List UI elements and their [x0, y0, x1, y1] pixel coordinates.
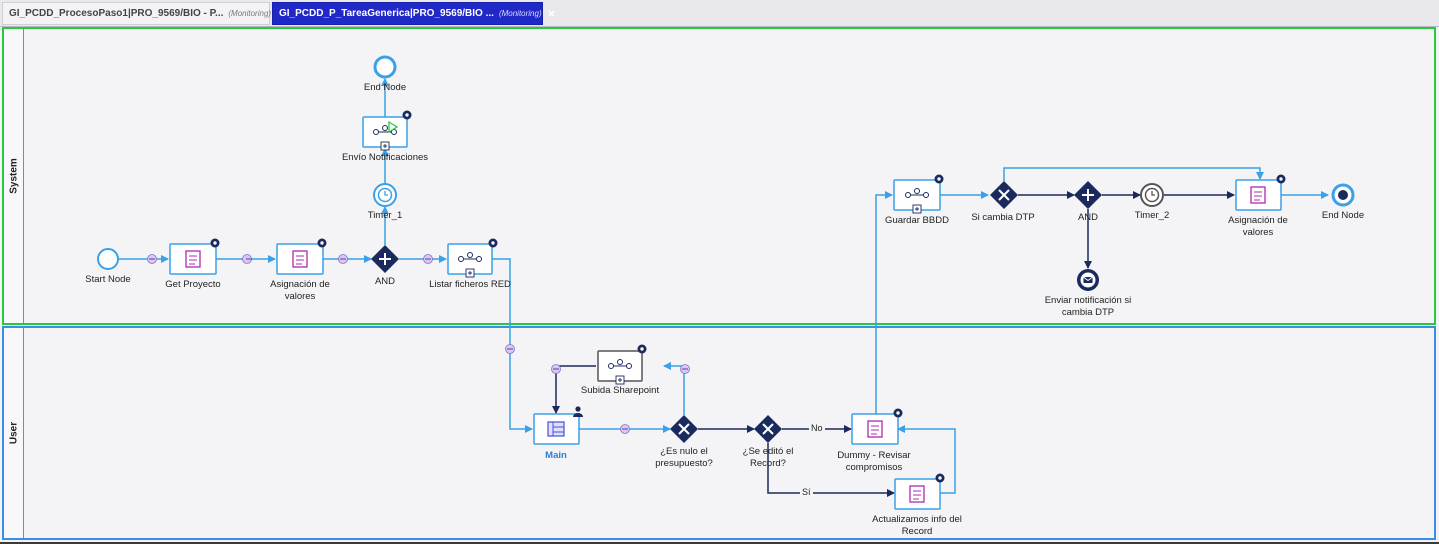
link-dots	[147, 254, 690, 434]
label-listar-ficheros: Listar ficheros RED	[429, 279, 511, 290]
tab-title: GI_PCDD_P_TareaGenerica|PRO_9569/BIO ...	[279, 8, 494, 19]
label-dummy-line2: compromisos	[845, 462, 903, 473]
tab-status: (Monitoring)	[498, 9, 542, 18]
tab-status: (Monitoring)	[228, 9, 272, 18]
gateway-se-edito[interactable]	[754, 415, 782, 443]
label-si-cambia-dtp: Si cambia DTP	[971, 212, 1035, 223]
task-asignacion-valores-2[interactable]	[1235, 179, 1282, 211]
label-timer-2: Timer_2	[1134, 210, 1170, 221]
end-node-top[interactable]	[373, 55, 397, 79]
and-gateway-2[interactable]	[1074, 181, 1102, 209]
label-asignacion-2-line1: Asignación de	[1228, 215, 1288, 226]
label-es-nulo-line2: presupuesto?	[655, 458, 713, 469]
tab-proceso-paso1[interactable]: GI_PCDD_ProcesoPaso1|PRO_9569/BIO - P...…	[2, 2, 285, 25]
lane-user: User	[2, 326, 1436, 540]
start-node[interactable]	[97, 248, 119, 270]
label-se-edito-line1: ¿Se editó el	[742, 446, 794, 457]
end-node-right-fill	[1338, 190, 1348, 200]
process-canvas[interactable]: System User	[0, 27, 1439, 542]
gateway-si-cambia-dtp[interactable]	[990, 181, 1018, 209]
tab-title: GI_PCDD_ProcesoPaso1|PRO_9569/BIO - P...	[9, 8, 224, 19]
process-diagram	[97, 55, 1355, 510]
label-timer-1: Timer_1	[367, 210, 403, 221]
label-enviar-notificacion-line1: Enviar notificación si	[1044, 295, 1132, 306]
link-dot-marks	[149, 258, 688, 430]
task-dummy-revisar[interactable]	[851, 413, 899, 445]
lane-header-system: System	[4, 29, 24, 323]
label-asignacion-1-line1: Asignación de	[270, 279, 330, 290]
and-gateway-1[interactable]	[371, 245, 399, 273]
task-actualizamos-info[interactable]	[894, 478, 941, 510]
label-subida-sharepoint: Subida Sharepoint	[580, 385, 660, 396]
task-guardar-bbdd[interactable]	[893, 179, 941, 214]
edge-label-no: No	[809, 423, 825, 433]
label-enviar-notificacion-line2: cambia DTP	[1061, 307, 1115, 318]
timer-2-icon[interactable]	[1140, 183, 1164, 207]
label-main[interactable]: Main	[545, 450, 567, 461]
label-start-node: Start Node	[85, 274, 131, 285]
label-asignacion-2-line2: valores	[1242, 227, 1274, 238]
user-icon	[573, 406, 583, 417]
label-dummy-line1: Dummy - Revisar	[837, 450, 911, 461]
gateway-es-nulo[interactable]	[670, 415, 698, 443]
edge-label-si: Sí	[800, 487, 813, 497]
task-get-proyecto[interactable]	[169, 243, 217, 275]
task-envio-notificaciones[interactable]	[362, 116, 408, 151]
timer-1-icon[interactable]	[373, 183, 397, 207]
label-asignacion-1-line2: valores	[284, 291, 316, 302]
label-guardar-bbdd: Guardar BBDD	[885, 215, 949, 226]
label-envio-notificaciones: Envío Notificaciones	[341, 152, 429, 163]
label-actualizamos-line1: Actualizamos info del	[872, 514, 962, 525]
label-get-proyecto: Get Proyecto	[165, 279, 221, 290]
label-end-node-top: End Node	[363, 82, 407, 93]
task-main[interactable]	[533, 413, 580, 445]
label-and-1: AND	[374, 276, 396, 287]
lane-header-user: User	[4, 328, 24, 538]
task-asignacion-valores-1[interactable]	[276, 243, 324, 275]
tab-tarea-generica[interactable]: GI_PCDD_P_TareaGenerica|PRO_9569/BIO ...…	[272, 2, 555, 25]
label-end-node-right: End Node	[1321, 210, 1365, 221]
label-es-nulo-line1: ¿Es nulo el	[660, 446, 708, 457]
label-and-2: AND	[1077, 212, 1099, 223]
close-icon[interactable]: ×	[547, 6, 556, 21]
message-event-icon[interactable]	[1077, 269, 1099, 291]
lane-system: System	[2, 27, 1436, 325]
label-se-edito-line2: Record?	[750, 458, 786, 469]
label-actualizamos-line2: Record	[901, 526, 933, 537]
tab-bar: GI_PCDD_ProcesoPaso1|PRO_9569/BIO - P...…	[0, 0, 1439, 27]
task-subida-sharepoint[interactable]	[597, 350, 643, 385]
gear-icon-holes	[213, 113, 1283, 480]
task-listar-ficheros[interactable]	[447, 243, 493, 278]
